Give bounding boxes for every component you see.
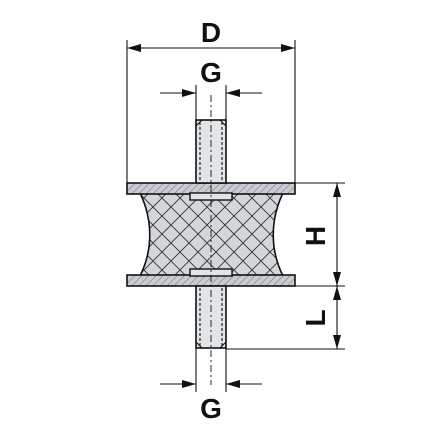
dimension-l-label: L bbox=[300, 309, 331, 326]
rubber-body bbox=[138, 192, 285, 277]
dimension-l bbox=[226, 286, 345, 350]
dimension-g-top-label: G bbox=[200, 57, 222, 88]
dimension-h-label: H bbox=[300, 226, 331, 246]
dimension-g-top bbox=[160, 85, 262, 120]
dimension-g-bottom-label: G bbox=[200, 393, 222, 424]
dimension-g-bottom bbox=[160, 348, 262, 392]
dimension-d-label: D bbox=[201, 17, 221, 48]
dimension-d bbox=[126, 40, 296, 183]
